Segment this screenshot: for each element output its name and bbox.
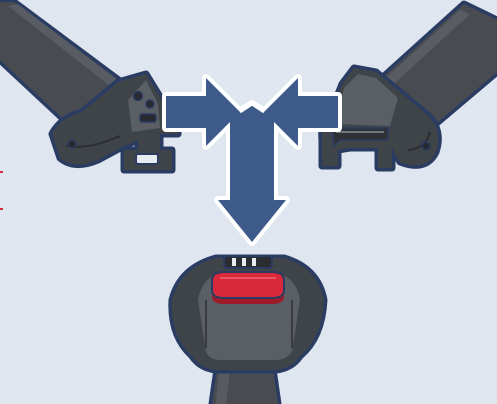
edge-marks bbox=[0, 171, 3, 210]
assembly-arrows bbox=[162, 74, 342, 246]
right-tongue-plate bbox=[318, 64, 442, 172]
left-buckle-tongue bbox=[0, 0, 182, 174]
left-tongue-plate bbox=[48, 70, 182, 174]
right-buckle-tongue bbox=[318, 0, 497, 172]
release-button bbox=[211, 271, 285, 304]
arrow-left-to-center bbox=[166, 78, 240, 146]
tongue-slot bbox=[223, 255, 273, 269]
crotch-buckle bbox=[168, 254, 328, 404]
arrow-center-down bbox=[218, 104, 286, 242]
arrow-right-to-center bbox=[264, 78, 338, 146]
